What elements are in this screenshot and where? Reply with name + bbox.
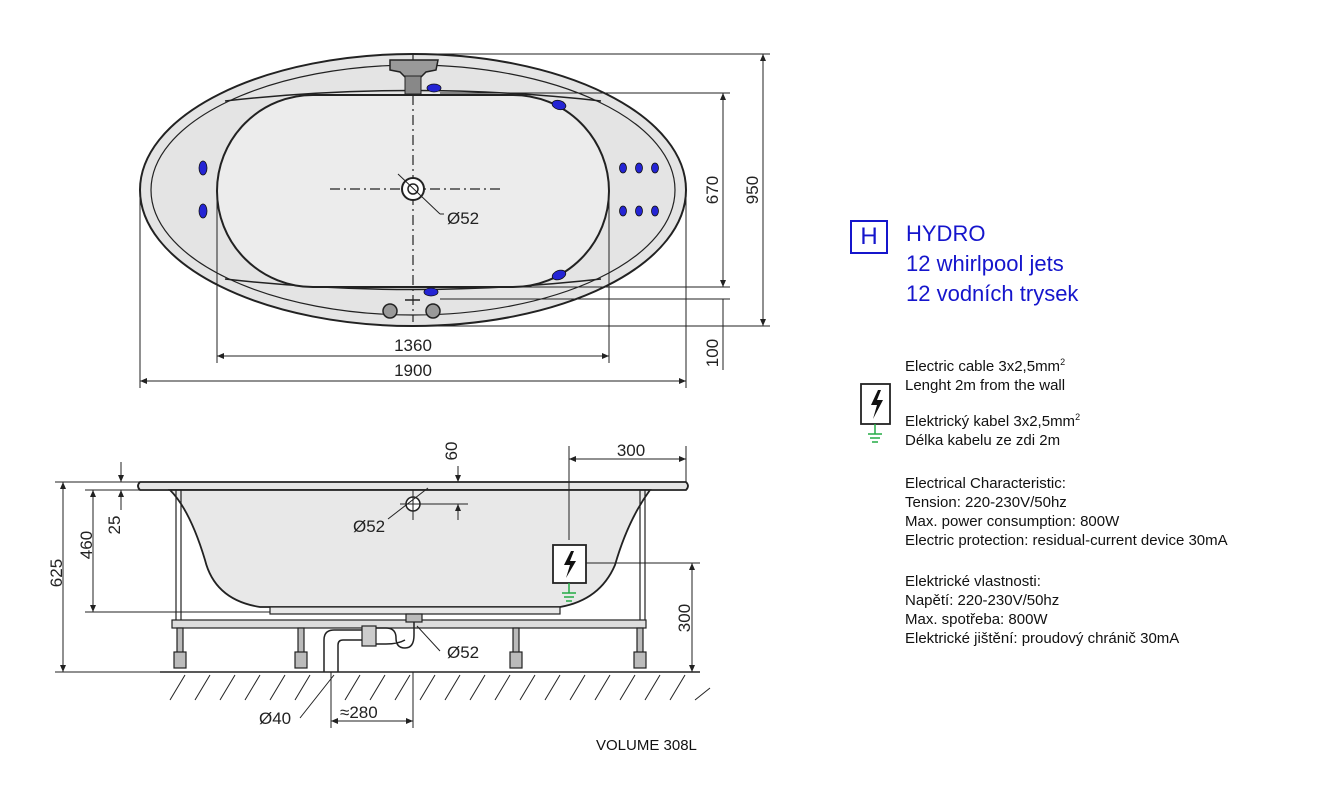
hydro-line: HYDRO <box>906 221 986 246</box>
char-en-line: Electric protection: residual-current de… <box>905 532 1228 549</box>
electrical-characteristics-en: Electrical Characteristic: Tension: 220-… <box>905 474 1228 550</box>
cable-info: Electric cable 3x2,5mm2 Lenght 2m from t… <box>905 353 1080 450</box>
dim-rim-offset: 25 <box>105 516 124 535</box>
dim-total-height: 625 <box>47 559 66 587</box>
dim-waste-dia: Ø40 <box>259 709 291 728</box>
dim-width-inner: 1360 <box>394 336 432 355</box>
ground-icon <box>562 583 576 602</box>
dim-overflow-dia: Ø52 <box>353 517 385 536</box>
top-view <box>139 53 770 388</box>
char-cz-line: Elektrické vlastnosti: <box>905 573 1041 590</box>
jet-icon <box>426 83 442 93</box>
dim-waste-offset: ≈280 <box>340 703 378 722</box>
hydro-description: HYDRO 12 whirlpool jets 12 vodních tryse… <box>906 219 1078 309</box>
jet-icon <box>423 287 439 297</box>
jet-icon <box>651 162 659 174</box>
electrical-characteristics-cz: Elektrické vlastnosti: Napětí: 220-230V/… <box>905 572 1179 648</box>
char-en-line: Max. power consumption: 800W <box>905 513 1120 530</box>
jet-icon <box>651 205 659 217</box>
char-en-line: Tension: 220-230V/50hz <box>905 494 1067 511</box>
cable-en-length: Lenght 2m from the wall <box>905 377 1066 394</box>
dim-overflow-height: 60 <box>442 442 461 461</box>
cable-cz-line: Elektrický kabel 3x2,5mm <box>905 413 1076 430</box>
jet-icon <box>619 162 627 174</box>
control-knob-icon <box>382 303 398 319</box>
electric-box <box>552 544 587 602</box>
dim-drain-top: Ø52 <box>447 209 479 228</box>
char-cz-line: Napětí: 220-230V/50hz <box>905 592 1060 609</box>
whirlpool-jets <box>198 83 659 297</box>
jet-icon <box>198 203 208 219</box>
dim-height-outer: 950 <box>743 176 762 204</box>
jet-icon <box>635 205 643 217</box>
tub-rim-profile <box>137 481 689 491</box>
jet-icon <box>551 99 567 111</box>
cable-en-line: Electric cable 3x2,5mm <box>905 358 1061 375</box>
cable-cz-length: Délka kabelu ze zdi 2m <box>905 432 1061 449</box>
dim-cable-height: 300 <box>675 604 694 632</box>
volume-label: VOLUME 308L <box>596 737 697 754</box>
jet-icon <box>619 205 627 217</box>
char-cz-line: Elektrické jištění: proudový chránič 30m… <box>905 630 1180 647</box>
control-knob-icon <box>425 303 441 319</box>
jet-icon <box>551 269 567 281</box>
jet-icon <box>198 160 208 176</box>
jet-icon <box>635 162 643 174</box>
char-en-line: Electrical Characteristic: <box>905 475 1066 492</box>
dim-height-inner: 670 <box>703 176 722 204</box>
dim-inner-height: 460 <box>77 531 96 559</box>
lightning-icon <box>871 390 883 419</box>
hydro-badge: H <box>850 220 888 254</box>
dim-overflow-offset: 300 <box>617 441 645 460</box>
lightning-icon <box>564 551 576 578</box>
char-cz-line: Max. spotřeba: 800W <box>905 611 1048 628</box>
side-view <box>55 446 711 728</box>
superscript: 2 <box>1075 412 1081 422</box>
dim-width-outer: 1900 <box>394 361 432 380</box>
dim-rim: 100 <box>703 339 722 367</box>
hydro-line: 12 vodních trysek <box>906 281 1079 306</box>
ground-icon <box>868 424 882 443</box>
hydro-line: 12 whirlpool jets <box>906 251 1064 276</box>
siphon-icon <box>361 625 377 647</box>
superscript: 2 <box>1060 357 1066 367</box>
dim-drain-dia: Ø52 <box>447 643 479 662</box>
electric-legend-symbol <box>860 383 891 443</box>
